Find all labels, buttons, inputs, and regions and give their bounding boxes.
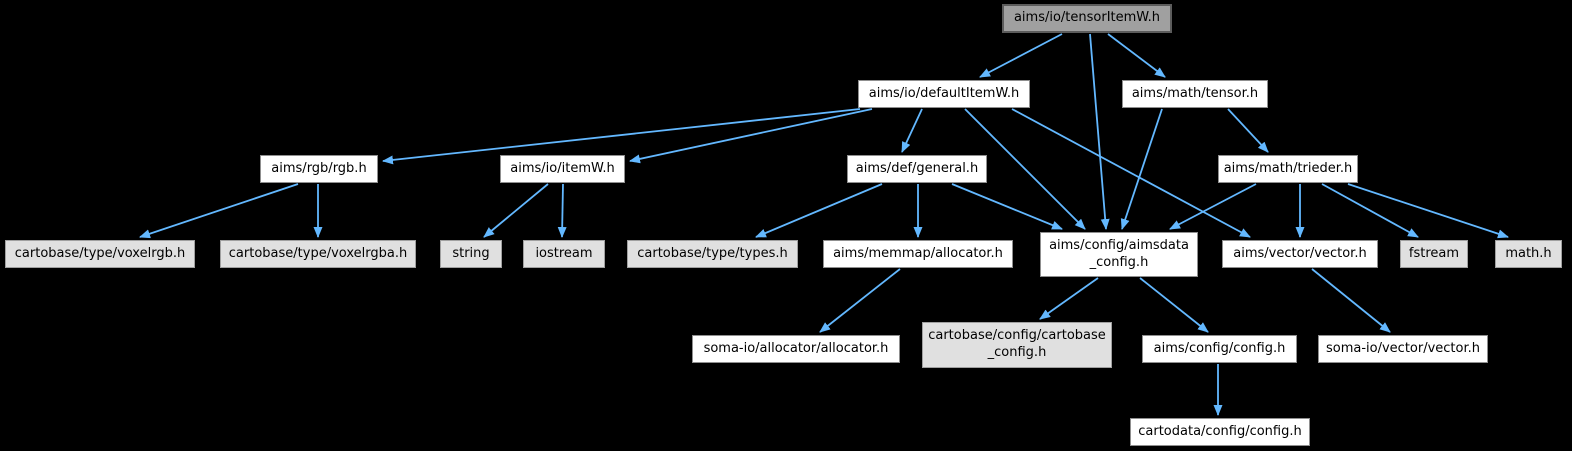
edge-tensor-to-aimsdata: [1120, 108, 1163, 230]
edge-defaultItemW-to-general: [901, 108, 923, 153]
edge-general-to-aimsdata: [951, 183, 1063, 230]
edge-defaultItemW-to-rgb: [382, 108, 861, 165]
graph-node-math: math.h: [1495, 240, 1562, 268]
graph-node-label: iostream: [535, 245, 593, 261]
graph-node-iostream: iostream: [523, 240, 605, 268]
edge-tensorItemW-to-defaultItemW: [979, 33, 1063, 78]
graph-node-label: aims/io/itemW.h: [510, 160, 615, 176]
graph-node-trieder[interactable]: aims/math/trieder.h: [1218, 155, 1358, 183]
graph-node-fstream: fstream: [1400, 240, 1468, 268]
graph-node-string: string: [440, 240, 502, 268]
graph-node-tensorItemW: aims/io/tensorItemW.h: [1002, 4, 1172, 33]
graph-node-label: cartobase/config/cartobase _config.h: [928, 328, 1106, 360]
graph-node-cartobaseconfig: cartobase/config/cartobase _config.h: [922, 322, 1112, 368]
graph-node-general[interactable]: aims/def/general.h: [847, 155, 987, 183]
graph-node-label: cartobase/type/voxelrgb.h: [14, 245, 186, 261]
edge-aimsdata-to-cartobaseconfig: [1039, 277, 1099, 320]
graph-node-voxelrgb: cartobase/type/voxelrgb.h: [5, 240, 195, 268]
graph-node-defaultItemW[interactable]: aims/io/defaultItemW.h: [858, 80, 1030, 108]
graph-node-label: cartobase/type/voxelrgba.h: [228, 245, 408, 261]
edge-rgb-to-voxelrgb: [139, 183, 299, 239]
graph-node-vector[interactable]: aims/vector/vector.h: [1222, 240, 1378, 268]
graph-node-label: aims/math/trieder.h: [1223, 160, 1353, 176]
graph-node-voxelrgba: cartobase/type/voxelrgba.h: [220, 240, 416, 268]
edge-tensorItemW-to-aimsdata: [1089, 33, 1110, 230]
graph-node-label: fstream: [1408, 245, 1460, 261]
edge-trieder-to-aimsdata: [1169, 183, 1257, 230]
graph-node-label: soma-io/vector/vector.h: [1325, 340, 1481, 356]
edge-memalloc-to-somaalloc: [819, 268, 901, 333]
graph-node-cartodataconfig[interactable]: cartodata/config/config.h: [1130, 418, 1310, 446]
graph-node-somavector[interactable]: soma-io/vector/vector.h: [1318, 335, 1488, 363]
graph-node-label: aims/def/general.h: [855, 160, 979, 176]
graph-node-label: aims/io/tensorItemW.h: [1013, 10, 1161, 26]
graph-node-label: aims/rgb/rgb.h: [271, 160, 367, 176]
graph-node-label: aims/math/tensor.h: [1131, 85, 1259, 101]
graph-node-tensor[interactable]: aims/math/tensor.h: [1122, 80, 1268, 108]
graph-node-label: cartodata/config/config.h: [1138, 423, 1302, 439]
graph-node-types: cartobase/type/types.h: [627, 240, 798, 268]
edge-defaultItemW-to-aimsdata: [964, 108, 1086, 230]
edge-tensorItemW-to-tensor: [1107, 33, 1166, 78]
graph-node-label: aims/config/config.h: [1153, 340, 1286, 356]
graph-node-label: aims/memmap/allocator.h: [833, 245, 1003, 261]
edge-aimsdata-to-aimsconfig: [1139, 277, 1209, 333]
edge-itemW-to-iostream: [557, 183, 567, 238]
graph-node-somaalloc[interactable]: soma-io/allocator/allocator.h: [692, 335, 900, 363]
edge-itemW-to-string: [483, 183, 549, 238]
graph-node-aimsconfig[interactable]: aims/config/config.h: [1142, 335, 1297, 363]
graph-node-label: string: [452, 245, 490, 261]
graph-node-aimsdata[interactable]: aims/config/aimsdata _config.h: [1040, 232, 1198, 277]
graph-node-memalloc[interactable]: aims/memmap/allocator.h: [823, 240, 1013, 268]
edge-general-to-types: [755, 183, 883, 238]
edge-vector-to-somavector: [1311, 268, 1391, 333]
edge-tensor-to-trieder: [1227, 108, 1269, 153]
edge-defaultItemW-to-vector: [1011, 108, 1251, 238]
graph-node-label: soma-io/allocator/allocator.h: [703, 340, 889, 356]
graph-node-label: math.h: [1505, 245, 1552, 261]
graph-node-rgb[interactable]: aims/rgb/rgb.h: [260, 155, 378, 183]
graph-node-label: aims/vector/vector.h: [1233, 245, 1367, 261]
graph-node-label: aims/io/defaultItemW.h: [868, 85, 1020, 101]
edge-trieder-to-math: [1347, 183, 1509, 239]
edge-trieder-to-fstream: [1321, 183, 1419, 238]
graph-node-itemW[interactable]: aims/io/itemW.h: [500, 155, 625, 183]
graph-node-label: cartobase/type/types.h: [637, 245, 788, 261]
edge-defaultItemW-to-itemW: [629, 108, 873, 164]
graph-node-label: aims/config/aimsdata _config.h: [1049, 237, 1189, 270]
